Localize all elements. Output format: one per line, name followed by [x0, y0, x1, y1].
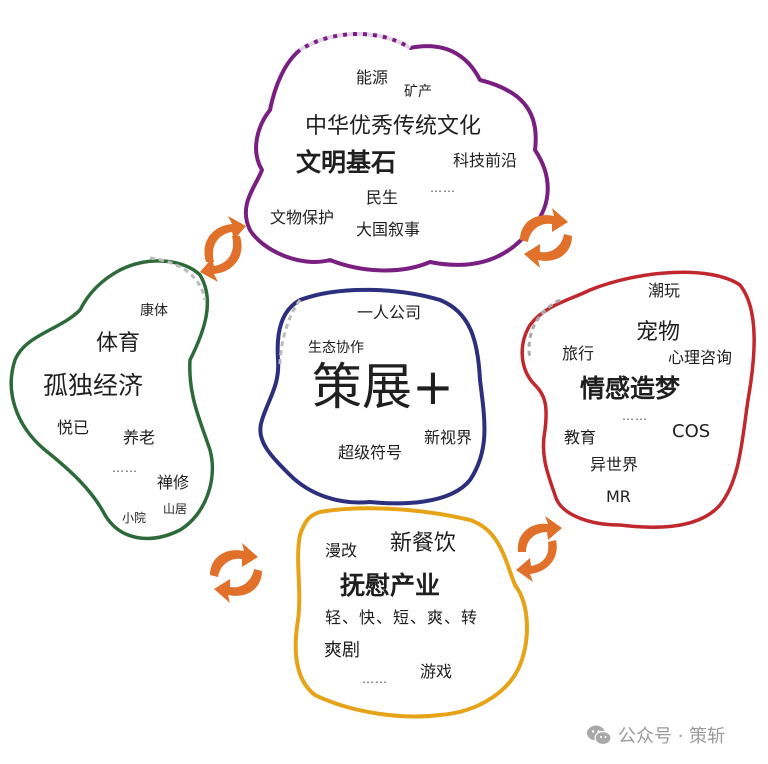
bottom-subline: 轻、快、短、爽、转: [325, 608, 479, 627]
left-blob-outline: [9, 259, 215, 541]
center-item-onepersonco: 一人公司: [357, 303, 422, 322]
left-item-zen: 禅修: [157, 473, 190, 492]
left-item-mountain: 山居: [163, 502, 188, 516]
right-item-mr: MR: [606, 487, 631, 506]
top-item-livelihood: 民生: [366, 188, 399, 207]
right-item-cos: COS: [672, 421, 711, 442]
left-item-wellness: 康体: [140, 303, 168, 319]
cycle-arrow-bottom-right: [516, 516, 562, 582]
right-headline-pets: 宠物: [636, 320, 681, 345]
top-item-heritage: 文物保护: [270, 208, 335, 227]
top-headline-culture: 中华优秀传统文化: [305, 114, 482, 139]
left-item-selfjoy: 悦已: [57, 418, 90, 437]
bottom-item-adaptation: 漫改: [325, 541, 358, 560]
right-item-counseling: 心理咨询: [668, 348, 733, 367]
top-item-energy: 能源: [356, 68, 389, 87]
center-item-newvision: 新视界: [424, 428, 473, 447]
left-headline-solitude: 孤独经济: [43, 371, 144, 400]
center-item-ecosystem: 生态协作: [308, 340, 364, 356]
left-item-eldercare: 养老: [123, 428, 156, 447]
right-item-otherworld: 异世界: [590, 455, 639, 474]
right-item-travel: 旅行: [562, 344, 595, 363]
bottom-headline-dining: 新餐饮: [390, 531, 457, 556]
left-headline-sports: 体育: [96, 331, 141, 356]
bottom-ellipsis: ……: [362, 672, 388, 686]
bottom-item-games: 游戏: [420, 662, 453, 681]
center-blob-outline: [258, 287, 487, 506]
left-item-courtyard: 小院: [122, 511, 147, 525]
right-ellipsis: ……: [622, 409, 648, 423]
cycle-arrow-top-right: [520, 208, 572, 268]
right-item-trendtoys: 潮玩: [648, 281, 681, 300]
cycle-arrow-top-left: [200, 216, 246, 282]
right-blob-outline: [520, 270, 756, 529]
center-title: 策展+: [312, 358, 454, 416]
top-item-minerals: 矿产: [404, 84, 432, 100]
left-ellipsis: ……: [112, 461, 138, 475]
top-blob-outline: [243, 32, 550, 273]
top-item-narrative: 大国叙事: [356, 220, 421, 239]
watermark: 公众号 · 策斩: [586, 722, 725, 748]
bottom-headline-comfort: 抚慰产业: [340, 571, 441, 600]
cycle-arrow-bottom-left: [210, 543, 262, 603]
watermark-label: 公众号 · 策斩: [618, 726, 726, 747]
bottom-item-shortdrama: 爽剧: [324, 640, 360, 661]
bottom-blob-outline: [293, 506, 529, 719]
center-item-supersymbol: 超级符号: [338, 443, 403, 462]
top-item-tech: 科技前沿: [453, 151, 518, 170]
right-item-education: 教育: [564, 428, 597, 447]
right-headline-emotion: 情感造梦: [580, 374, 681, 403]
top-headline-civilization: 文明基石: [296, 148, 397, 177]
wechat-icon: [587, 725, 612, 746]
top-ellipsis: ……: [430, 181, 456, 195]
